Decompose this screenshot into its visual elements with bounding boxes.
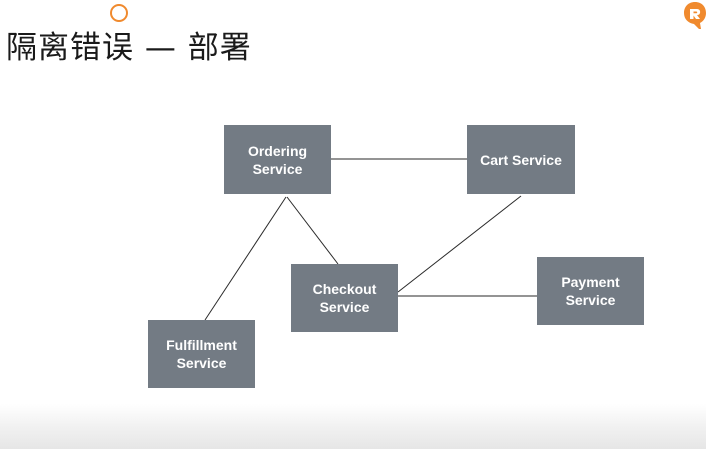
- checkout-service-box: Checkout Service: [291, 264, 398, 332]
- orange-brand-logo-icon: [684, 2, 706, 29]
- payment-service-label-line2: Service: [565, 292, 616, 308]
- cart-service-label: Cart Service: [480, 151, 562, 168]
- payment-service-label-line1: Payment: [561, 274, 620, 290]
- ordering-service-box: Ordering Service: [224, 125, 331, 194]
- ordering-service-label-line1: Ordering: [247, 142, 308, 159]
- checkout-service-label-line2: Service: [319, 299, 370, 315]
- connector-cart-checkout: [397, 195, 522, 293]
- connector-ordering-fulfillment: [204, 196, 287, 321]
- payment-service-box: Payment Service: [537, 257, 644, 325]
- bottom-fade: [0, 404, 706, 449]
- slide-title: 隔离错误 — 部署: [6, 30, 252, 66]
- laser-pointer-icon: [110, 4, 128, 22]
- ordering-service-label-line2: Service: [252, 160, 303, 177]
- fulfillment-service-label-line1: Fulfillment: [166, 337, 237, 353]
- cart-service-box: Cart Service: [467, 125, 575, 194]
- fulfillment-service-label-line2: Service: [176, 355, 227, 371]
- checkout-service-label-line1: Checkout: [312, 281, 377, 297]
- fulfillment-service-box: Fulfillment Service: [148, 320, 255, 388]
- connector-ordering-checkout: [286, 196, 339, 265]
